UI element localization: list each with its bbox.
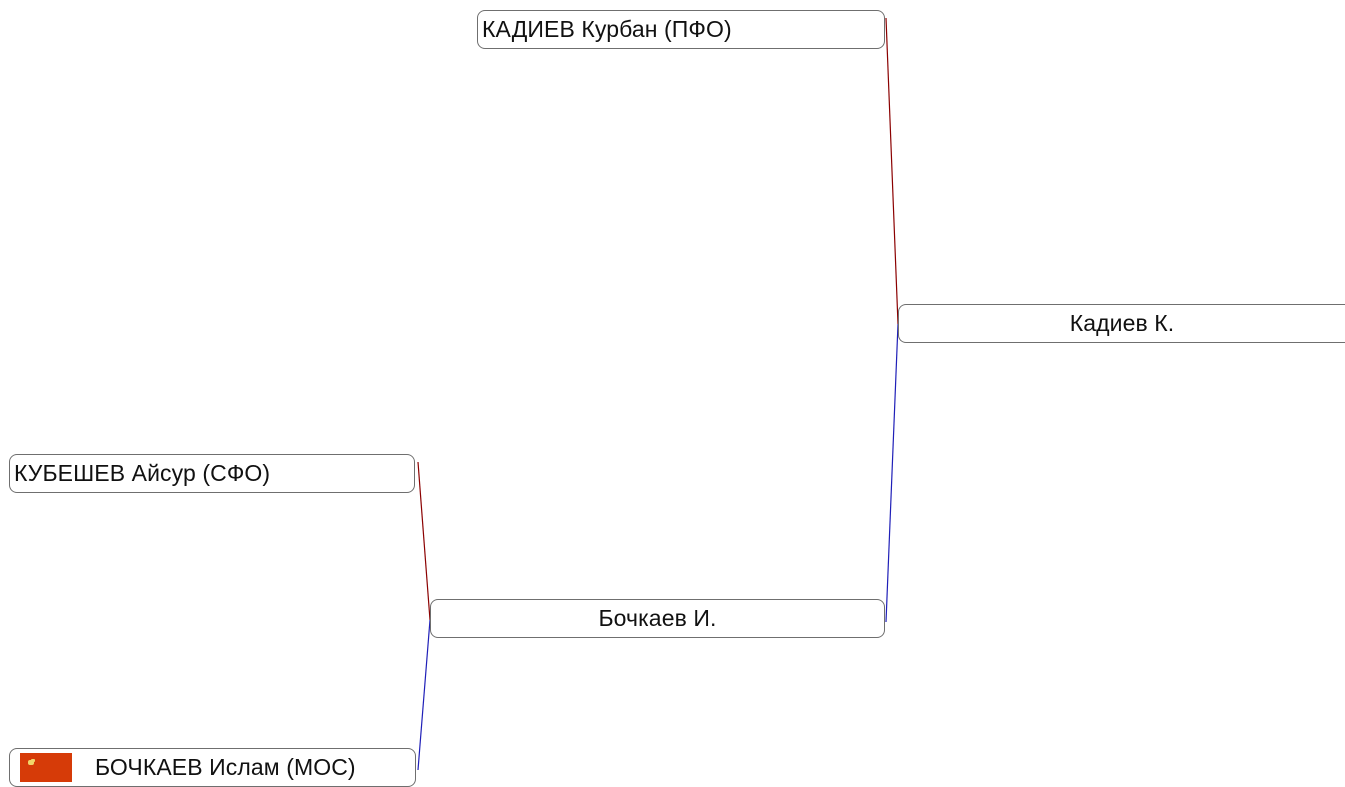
connector-bochkaev-first-round-lower — [417, 619, 431, 771]
winner-name-kadiev: Кадиев К. — [1069, 310, 1175, 336]
bracket-winner-final: Кадиев К. — [898, 304, 1345, 343]
bracket-entry-kadiev-kurban: КАДИЕВ Курбан (ПФО) — [477, 10, 885, 49]
connector-kubeshev-upper — [417, 461, 431, 621]
competitor-name-bochkaev-islam: БОЧКАЕВ Ислам (МОС) — [95, 754, 356, 780]
bracket-entry-bochkaev-islam: БОЧКАЕВ Ислам (МОС) — [9, 748, 416, 787]
region-flag-icon — [20, 753, 72, 782]
connector-bochkaev-lower — [885, 323, 899, 623]
bracket-winner-semifinal: Бочкаев И. — [430, 599, 885, 638]
bracket-entry-kubeshev-aisur: КУБЕШЕВ Айсур (СФО) — [9, 454, 415, 493]
winner-name-bochkaev: Бочкаев И. — [598, 605, 717, 631]
competitor-name-kadiev-kurban: КАДИЕВ Курбан (ПФО) — [482, 16, 732, 42]
connector-kadiev-upper — [885, 17, 899, 325]
competitor-name-kubeshev-aisur: КУБЕШЕВ Айсур (СФО) — [14, 460, 271, 486]
